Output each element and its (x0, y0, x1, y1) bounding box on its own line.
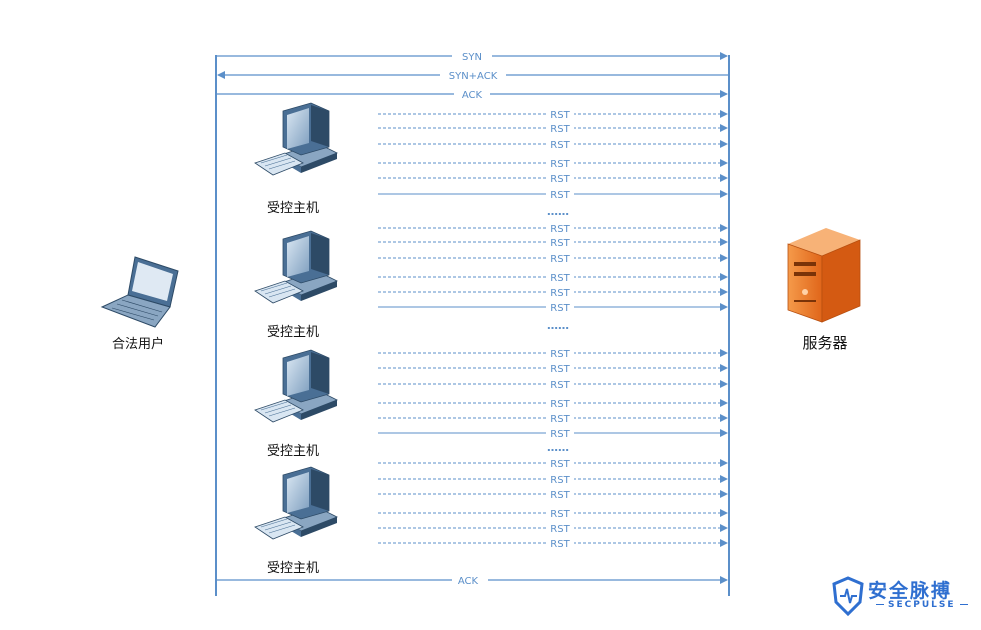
rst-label: RST (550, 429, 570, 440)
rst-arrow: RST (378, 397, 728, 410)
rst-label: RST (550, 399, 570, 410)
rst-arrow: RST (378, 412, 728, 425)
controlled-hosts (254, 102, 338, 540)
final-ack-label: ACK (458, 576, 479, 587)
rst-label: RST (550, 273, 570, 284)
rst-label: RST (550, 539, 570, 550)
rst-label: RST (550, 349, 570, 360)
rst-arrow: RST (378, 457, 728, 470)
host-label-2: 受控主机 (266, 325, 319, 340)
rst-label: RST (550, 238, 570, 249)
syn-ack-arrow: SYN+ACK (217, 69, 728, 82)
rst-arrow: RST (378, 362, 728, 375)
rst-label: RST (550, 254, 570, 265)
rst-label: RST (550, 380, 570, 391)
rst-label: RST (550, 224, 570, 235)
syn-label: SYN (462, 52, 482, 63)
syn-ack-label: SYN+ACK (449, 71, 498, 82)
rst-label: RST (550, 524, 570, 535)
rst-label: RST (550, 110, 570, 121)
rst-arrow: RST (378, 252, 728, 265)
logo-text-cn: 安全脉搏 (868, 580, 953, 602)
rst-label: RST (550, 174, 570, 185)
shield-logo-icon (832, 576, 864, 617)
rst-arrow: RST (378, 286, 728, 299)
server-label: 服务器 (802, 334, 848, 352)
rst-arrow: RST (378, 138, 728, 151)
rst-arrow: RST (378, 537, 728, 550)
rst-arrow: RST (378, 488, 728, 501)
rst-arrow: RST (378, 271, 728, 284)
rst-arrow: RST (378, 522, 728, 535)
rst-arrow: RST (378, 301, 728, 314)
syn-arrow: SYN (217, 50, 728, 63)
desktop-computer-icon (254, 349, 338, 423)
rst-label: RST (550, 490, 570, 501)
rst-label: RST (550, 190, 570, 201)
ack-label: ACK (462, 90, 483, 101)
host-label-3: 受控主机 (266, 444, 319, 459)
secpulse-logo: 安全脉搏 SECPULSE (830, 574, 970, 618)
ellipsis-3: …… (547, 441, 569, 454)
laptop-icon (100, 256, 179, 328)
rst-arrow: RST (378, 236, 728, 249)
desktop-computer-icon (254, 230, 338, 304)
rst-arrow: RST (378, 108, 728, 121)
ellipsis-1: …… (547, 205, 569, 218)
rst-arrows: RST RST RST RST RST RST RST RST RST RST RST RST RST R… (378, 108, 728, 550)
desktop-computer-icon (254, 466, 338, 540)
rst-label: RST (550, 159, 570, 170)
rst-arrow: RST (378, 427, 728, 440)
logo-text-en: SECPULSE (872, 600, 972, 610)
host-label-1: 受控主机 (266, 201, 319, 216)
rst-arrow: RST (378, 378, 728, 391)
host-label-4: 受控主机 (266, 561, 319, 576)
rst-label: RST (550, 459, 570, 470)
ellipsis-2: …… (547, 319, 569, 332)
rst-label: RST (550, 364, 570, 375)
rst-arrow: RST (378, 347, 728, 360)
rst-arrow: RST (378, 188, 728, 201)
rst-arrow: RST (378, 122, 728, 135)
rst-label: RST (550, 124, 570, 135)
ack-arrow: ACK (217, 88, 728, 101)
rst-label: RST (550, 303, 570, 314)
rst-arrow: RST (378, 473, 728, 486)
rst-arrow: RST (378, 222, 728, 235)
rst-arrow: RST (378, 157, 728, 170)
rst-label: RST (550, 475, 570, 486)
rst-label: RST (550, 509, 570, 520)
final-ack-arrow: ACK (217, 574, 728, 587)
rst-arrow: RST (378, 172, 728, 185)
legit-user-label: 合法用户 (111, 337, 164, 352)
server-tower-icon (787, 228, 861, 323)
rst-label: RST (550, 288, 570, 299)
rst-label: RST (550, 414, 570, 425)
rst-label: RST (550, 140, 570, 151)
desktop-computer-icon (254, 102, 338, 176)
rst-arrow: RST (378, 507, 728, 520)
